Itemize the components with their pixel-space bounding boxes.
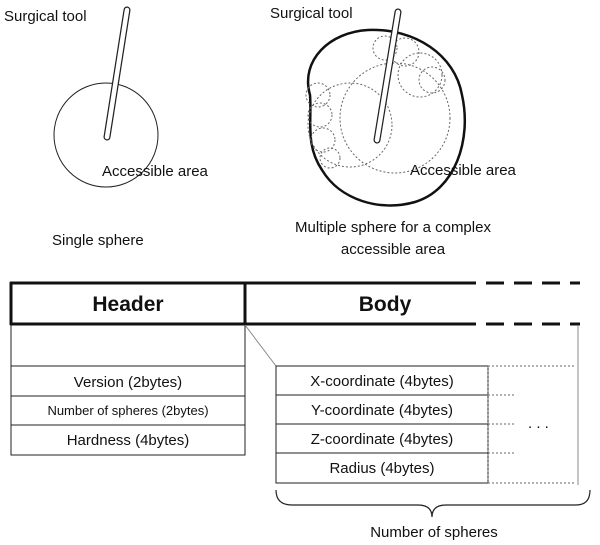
complex-accessible-area <box>306 28 467 207</box>
body-section-label: Body <box>359 293 412 316</box>
header-section-label: Header <box>92 293 163 316</box>
accessible-area-label-left: Accessible area <box>102 163 209 180</box>
single-sphere-illustration: Surgical tool Accessible area Single sph… <box>4 6 209 249</box>
brace-label: Number of spheres <box>370 524 498 541</box>
header-field-version: Version (2bytes) <box>74 374 182 391</box>
multiple-sphere-caption-line2: accessible area <box>341 241 446 258</box>
single-sphere-caption: Single sphere <box>52 232 144 249</box>
sphere-field-y: Y-coordinate (4bytes) <box>311 402 453 419</box>
header-field-hardness: Hardness (4bytes) <box>67 432 190 449</box>
sphere-field-z: Z-coordinate (4bytes) <box>311 431 454 448</box>
single-sphere <box>53 82 159 188</box>
sphere-field-x: X-coordinate (4bytes) <box>310 373 453 390</box>
surgical-tool-left <box>103 6 131 141</box>
repeated-records-indicator: . . . <box>487 365 575 484</box>
ellipsis: . . . <box>528 415 549 432</box>
body-expansion-lines <box>244 324 579 485</box>
multiple-sphere-illustration: Surgical tool Accessible area Multiple s… <box>270 5 517 258</box>
accessible-area-label-right: Accessible area <box>410 162 517 179</box>
number-of-spheres-brace <box>275 489 591 518</box>
surgical-tool-right <box>373 8 402 144</box>
multiple-sphere-caption-line1: Multiple sphere for a complex <box>295 219 491 236</box>
header-field-number-of-spheres: Number of spheres (2bytes) <box>47 403 208 418</box>
surgical-tool-label-right: Surgical tool <box>270 5 353 22</box>
header-fields-table: Version (2bytes) Number of spheres (2byt… <box>10 325 246 456</box>
header-body-bar: Header Body <box>9 281 580 326</box>
sphere-record-table: X-coordinate (4bytes) Y-coordinate (4byt… <box>275 365 489 484</box>
sphere-field-radius: Radius (4bytes) <box>329 460 434 477</box>
inner-spheres <box>305 35 451 174</box>
surgical-tool-label-left: Surgical tool <box>4 8 87 25</box>
